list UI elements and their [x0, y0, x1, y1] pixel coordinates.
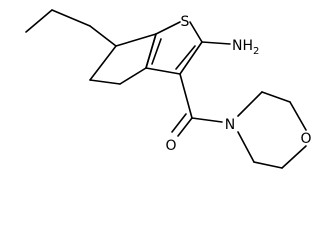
amino-group-label: NH2: [232, 38, 259, 57]
bond-c5-c6: [89, 45, 117, 81]
carbonyl-oxygen-label: O: [165, 138, 176, 154]
bond-morph-c1-c2: [261, 91, 291, 103]
amide-linkage: [171, 73, 223, 137]
bond-carbonyl-n: [191, 117, 223, 123]
amide-nitrogen-label: N: [225, 117, 235, 133]
bond-ethyl-ch3: [25, 9, 53, 33]
structure-diagram: S NH2 O N O: [25, 9, 312, 169]
bond-carbonyl-o-double: [171, 113, 187, 133]
cyclohexene-ring: [89, 33, 157, 85]
morpholine-ring: [237, 91, 307, 169]
bond-c3-c3a: [145, 67, 181, 75]
molecule-drawing: S NH2 O N O: [25, 9, 312, 169]
ring-oxygen-label: O: [300, 131, 311, 147]
bond-ethyl-attach: [89, 25, 117, 47]
thiophene-ring: [145, 21, 203, 75]
bond-morph-c4-n: [237, 131, 255, 163]
bond-morph-o-c3: [281, 145, 307, 169]
bond-c3a-c4: [119, 67, 147, 85]
amino-subscript: 2: [253, 46, 259, 57]
bond-carbonyl-o: [177, 117, 193, 137]
bond-morph-c3-c4: [253, 161, 283, 169]
sulfur-atom-label: S: [181, 14, 190, 30]
bond-c7a-s: [155, 21, 181, 35]
bond-ethyl-ch2: [51, 9, 91, 27]
bond-c2-amino: [201, 41, 231, 45]
bond-c4-c5: [89, 79, 121, 85]
bond-morph-n-c1: [237, 91, 263, 117]
bond-s-c2: [189, 21, 203, 43]
bond-c3-carbonyl: [179, 73, 193, 119]
bond-c2-c3-double: [175, 45, 196, 70]
amino-main-text: NH: [232, 38, 253, 54]
ethyl-group: [25, 9, 117, 47]
bond-morph-c2-o: [289, 101, 307, 131]
bond-c6-c7: [115, 33, 157, 47]
bond-c2-c3: [179, 41, 203, 75]
bond-c7a-c3a-double: [151, 38, 162, 65]
bond-c7a-c3a: [145, 33, 157, 69]
